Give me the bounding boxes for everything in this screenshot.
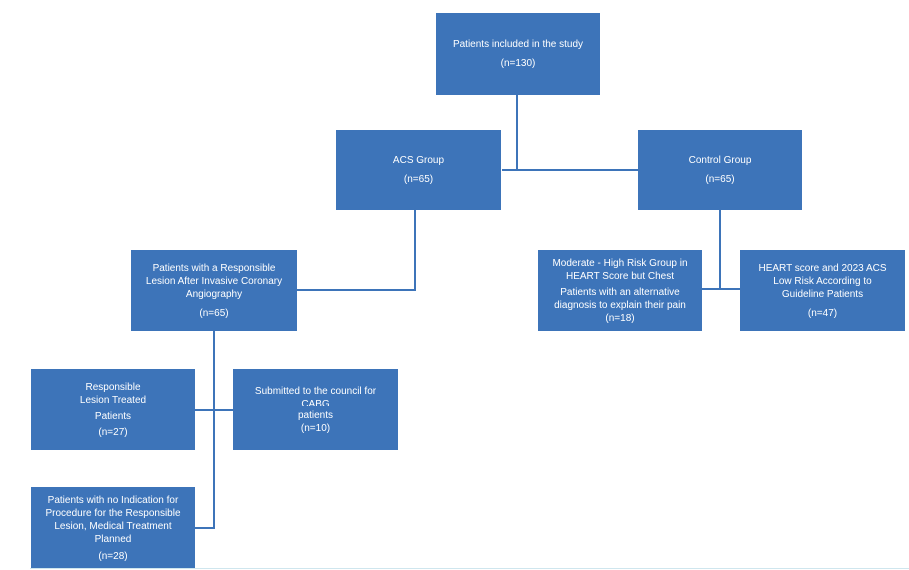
treated-line2: Lesion Treated (79, 394, 147, 406)
no-indication-count: (n=28) (98, 550, 128, 562)
cabg-count: (n=10) (300, 422, 331, 434)
lesion-treated-box: Responsible Lesion Treated Patients (n=2… (31, 369, 195, 450)
responsible-count: (n=65) (199, 307, 229, 319)
low-risk-box: HEART score and 2023 ACS Low Risk Accord… (740, 250, 905, 331)
connector-control-down (719, 210, 721, 289)
responsible-lesion-box: Patients with a Responsible Lesion After… (131, 250, 297, 331)
study-label: Patients included in the study (452, 39, 584, 50)
study-box: Patients included in the study (n=130) (436, 13, 600, 95)
connector-study-down (516, 95, 518, 170)
responsible-line3: Angiography (185, 288, 243, 300)
connector-no-indication (195, 527, 215, 529)
moderate-high-line3: Patients with an alternative (560, 286, 680, 298)
moderate-high-risk-box: Moderate - High Risk Group in HEART Scor… (538, 250, 702, 331)
acs-group-box: ACS Group (n=65) (336, 130, 501, 210)
connector-control-subgroups (702, 288, 740, 290)
no-indication-box: Patients with no Indication for Procedur… (31, 487, 195, 569)
low-risk-count: (n=47) (807, 307, 838, 319)
connector-responsible-down (213, 331, 215, 529)
moderate-high-line2: HEART Score but Chest (565, 270, 674, 282)
control-group-box: Control Group (n=65) (638, 130, 802, 210)
connector-acs-control (502, 169, 638, 171)
low-risk-line1: HEART score and 2023 ACS (758, 262, 887, 274)
low-risk-line3: Guideline Patients (781, 288, 864, 300)
treated-line3: Patients (94, 410, 132, 422)
no-indication-line4: Planned (94, 533, 132, 545)
moderate-high-line4: diagnosis to explain their pain (554, 299, 686, 311)
connector-treated-cabg (195, 409, 233, 411)
control-group-count: (n=65) (705, 174, 735, 185)
cabg-line1: Submitted to the council for (254, 385, 377, 397)
cabg-line3: patients (297, 409, 334, 421)
treated-count: (n=27) (98, 426, 128, 438)
connector-acs-down (414, 210, 416, 291)
moderate-high-count: (n=18) (605, 312, 635, 324)
connector-acs-responsible (297, 289, 416, 291)
responsible-line2: Lesion After Invasive Coronary (145, 275, 283, 287)
no-indication-line3: Lesion, Medical Treatment (54, 520, 172, 532)
no-indication-line1: Patients with no Indication for (47, 494, 179, 506)
responsible-line1: Patients with a Responsible (152, 262, 276, 274)
cabg-council-box: Submitted to the council for CABG patien… (233, 369, 398, 450)
study-count: (n=130) (500, 58, 536, 69)
moderate-high-line1: Moderate - High Risk Group in (552, 257, 688, 269)
treated-line1: Responsible (85, 381, 141, 393)
no-indication-line2: Procedure for the Responsible (45, 507, 181, 519)
acs-group-count: (n=65) (403, 174, 434, 185)
low-risk-line2: Low Risk According to (773, 275, 872, 287)
acs-group-label: ACS Group (392, 155, 445, 166)
cabg-line2: CABG (301, 398, 330, 406)
bottom-divider (30, 568, 909, 569)
control-group-label: Control Group (688, 155, 752, 166)
